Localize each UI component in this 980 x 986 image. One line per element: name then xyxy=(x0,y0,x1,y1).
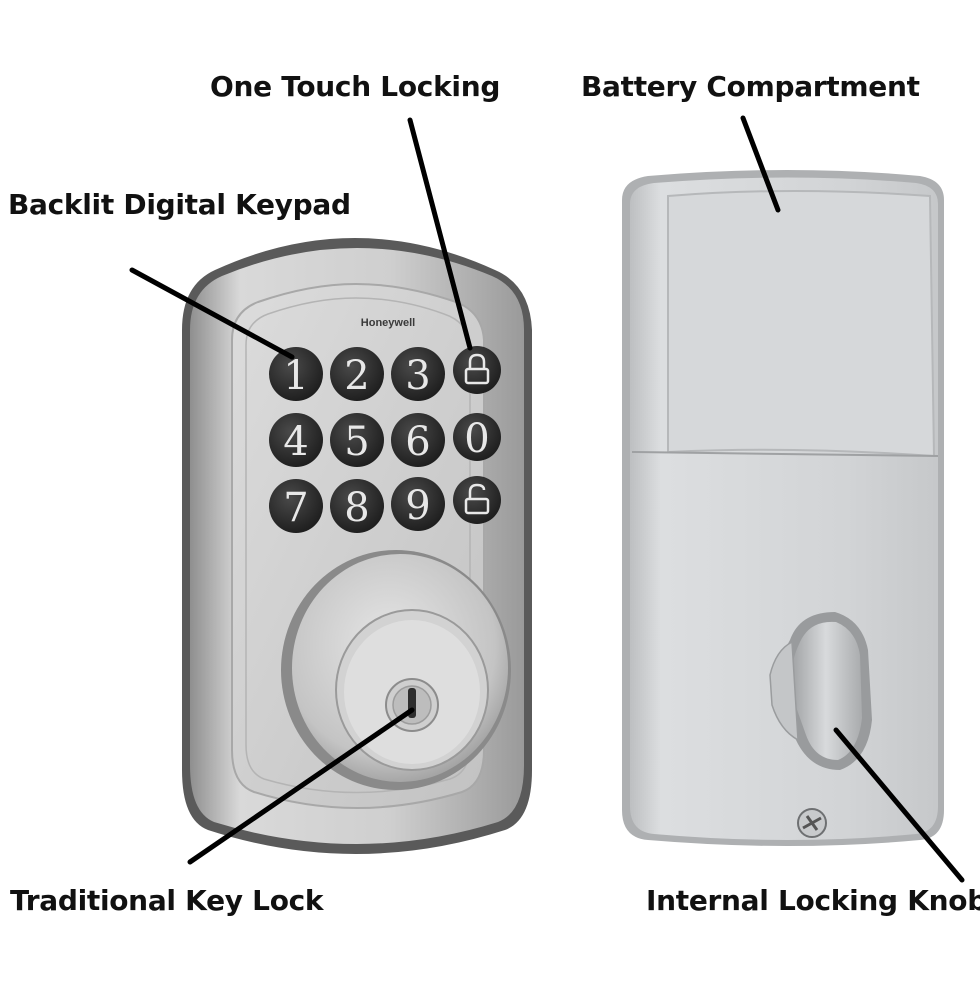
keypad: 1 2 3 4 5 xyxy=(269,346,501,533)
unlock-icon xyxy=(464,483,490,515)
svg-text:3: 3 xyxy=(405,353,430,399)
label-battery-compartment: Battery Compartment xyxy=(581,70,920,103)
callout-line-battery xyxy=(740,115,781,213)
key-9[interactable]: 9 xyxy=(391,477,445,531)
key-2[interactable]: 2 xyxy=(330,347,384,401)
key-7[interactable]: 7 xyxy=(269,479,323,533)
svg-text:1: 1 xyxy=(283,353,308,399)
callout-line-key-lock xyxy=(187,707,415,865)
callout-line-keypad xyxy=(129,267,295,360)
label-internal-locking-knob: Internal Locking Knob xyxy=(646,884,980,917)
lock-key[interactable] xyxy=(453,346,501,394)
key-cylinder xyxy=(281,550,511,790)
svg-text:6: 6 xyxy=(405,419,430,465)
key-8[interactable]: 8 xyxy=(330,479,384,533)
callout-line-knob xyxy=(833,727,965,883)
callout-line-one-touch xyxy=(407,117,473,351)
svg-text:7: 7 xyxy=(283,485,308,531)
key-5[interactable]: 5 xyxy=(330,413,384,467)
label-traditional-key-lock: Traditional Key Lock xyxy=(10,884,324,917)
interior-unit xyxy=(622,170,944,846)
key-0[interactable]: 0 xyxy=(453,413,501,462)
key-1[interactable]: 1 xyxy=(269,347,323,401)
label-backlit-digital-keypad: Backlit Digital Keypad xyxy=(8,188,351,221)
lock-icon xyxy=(464,353,490,385)
unlock-key[interactable] xyxy=(453,476,501,524)
key-4[interactable]: 4 xyxy=(269,413,323,467)
mounting-screw xyxy=(797,808,827,838)
svg-text:4: 4 xyxy=(283,419,308,465)
thumb-turn-knob[interactable] xyxy=(769,612,872,770)
key-3[interactable]: 3 xyxy=(391,347,445,401)
brand-logo: Honeywell xyxy=(361,317,415,329)
callout-lines xyxy=(129,115,965,883)
svg-text:5: 5 xyxy=(344,419,369,465)
svg-text:0: 0 xyxy=(464,416,489,462)
battery-compartment-cover[interactable] xyxy=(667,190,936,458)
svg-text:9: 9 xyxy=(405,483,430,529)
front-keypad-lock: Honeywell 1 2 3 xyxy=(182,238,532,854)
svg-text:8: 8 xyxy=(344,485,369,531)
svg-text:2: 2 xyxy=(344,353,369,399)
label-one-touch-locking: One Touch Locking xyxy=(210,70,501,103)
key-6[interactable]: 6 xyxy=(391,413,445,467)
